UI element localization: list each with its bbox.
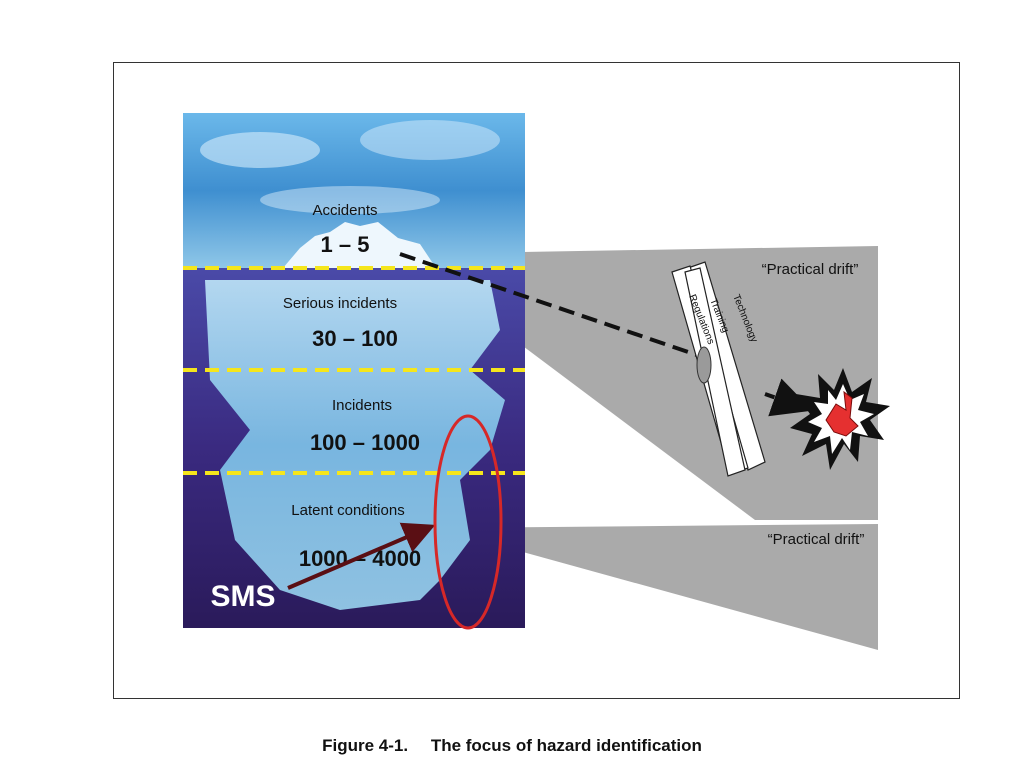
tier-range-accidents: 1 – 5	[321, 232, 370, 257]
sms-label: SMS	[210, 580, 275, 613]
explosion-icon	[790, 368, 890, 470]
tier-range-incidents: 100 – 1000	[310, 430, 420, 455]
practical-drift-label-bottom: “Practical drift”	[768, 531, 865, 548]
sms-arrow	[287, 522, 436, 590]
practical-drift-label-top: “Practical drift”	[762, 261, 859, 278]
focus-ellipse	[433, 414, 503, 630]
tier-label-incidents: Incidents	[332, 397, 392, 414]
tier-label-latent-conditions: Latent conditions	[291, 502, 404, 519]
barrier-breach-arrow	[764, 378, 813, 417]
tier-label-accidents: Accidents	[312, 202, 377, 219]
figure-frame	[113, 62, 960, 699]
barrier-hole	[696, 346, 712, 384]
barrier-plate-regulations	[684, 267, 746, 477]
tier-range-serious-incidents: 30 – 100	[312, 326, 398, 351]
figure-title: The focus of hazard identification	[430, 736, 702, 755]
figure-caption: Figure 4-1. The focus of hazard identifi…	[0, 736, 1024, 756]
figure-number: Figure 4-1.	[322, 736, 409, 755]
tier-label-serious-incidents: Serious incidents	[283, 295, 397, 312]
accident-trajectory-line	[399, 252, 701, 358]
lower-drift-wedge	[436, 524, 878, 650]
